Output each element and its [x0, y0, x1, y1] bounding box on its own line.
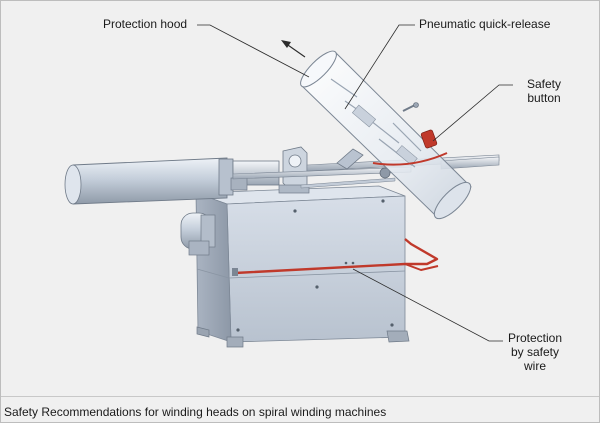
leader-protection-hood	[197, 24, 310, 78]
leader-lines	[197, 24, 513, 342]
hood-support-arm	[336, 148, 391, 179]
callout-pneumatic-release: Pneumatic quick-release	[419, 17, 551, 31]
winding-head-illustration	[64, 24, 513, 348]
leader-safety-wire	[352, 268, 503, 342]
safety-button	[420, 129, 438, 149]
callout-protection-hood: Protection hood	[103, 17, 188, 31]
caption-bar: Safety Recommendations for winding heads…	[1, 396, 599, 422]
leader-pneumatic-release	[344, 24, 415, 110]
protection-hood	[300, 50, 472, 220]
figure-caption: Safety Recommendations for winding heads…	[4, 405, 387, 419]
side-motor	[180, 212, 216, 256]
main-cylinder	[64, 157, 280, 205]
hood-direction-arrow-icon	[281, 40, 306, 58]
hood-handle	[402, 102, 419, 112]
callout-safety-wire: Protection by safety wire	[507, 331, 563, 373]
callout-safety-button: Safety button	[526, 77, 562, 105]
safety-wire	[232, 238, 439, 276]
leader-safety-button	[432, 84, 513, 142]
